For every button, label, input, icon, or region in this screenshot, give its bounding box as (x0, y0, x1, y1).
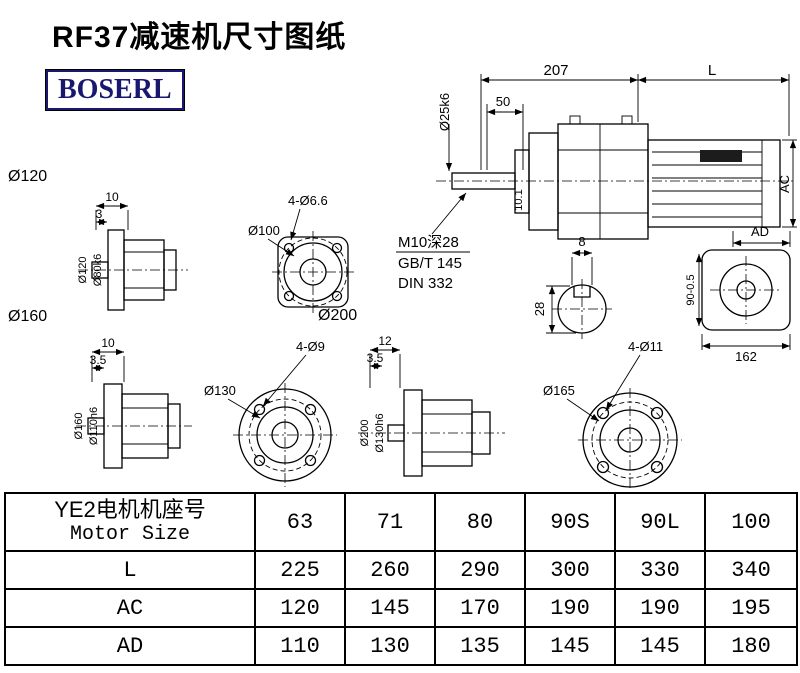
thread-note: M10深28 (398, 234, 459, 251)
dim-3: 3 (96, 207, 103, 221)
dia-80k6-label: Ø80k6 (92, 254, 104, 286)
standard-din: DIN 332 (398, 275, 453, 292)
flange-165-view: 4-Ø11 Ø165 (543, 339, 682, 488)
dia-160-label: Ø160 (73, 413, 85, 440)
dim-AC: AC (777, 175, 792, 193)
table-cell: 145 (614, 626, 706, 666)
table-row-AC: AC 120 145 170 190 190 195 (4, 588, 798, 628)
dim-10-1: 10.1 (513, 189, 525, 210)
motor-size-90l: 90L (614, 492, 706, 552)
table-cell: 225 (254, 550, 346, 590)
dim-8: 8 (578, 234, 585, 249)
dim-3-5: 3.5 (367, 351, 384, 365)
dim-28: 28 (532, 302, 547, 316)
motor-size-63: 63 (254, 492, 346, 552)
table-row-L: L 225 260 290 300 330 340 (4, 550, 798, 590)
table-cell: 180 (704, 626, 798, 666)
table-cell: 130 (344, 626, 436, 666)
dia-200-label: Ø200 (359, 420, 371, 447)
table-row-AD: AD 110 130 135 145 145 180 (4, 626, 798, 666)
flange-160-title: Ø160 (8, 308, 47, 325)
table-cell: 190 (524, 588, 616, 628)
dim-AD: AD (751, 224, 769, 239)
spec-table: YE2电机机座号 Motor Size 63 71 80 90S 90L 100… (4, 492, 798, 666)
flange-200-title: Ø200 (318, 307, 357, 324)
dim-162: 162 (735, 349, 757, 364)
motor-size-header-cell: YE2电机机座号 Motor Size (4, 492, 256, 552)
motor-body (647, 139, 781, 228)
dim-207: 207 (543, 62, 568, 79)
table-cell: 330 (614, 550, 706, 590)
motor-size-100: 100 (704, 492, 798, 552)
flange-120-title: Ø120 (8, 168, 47, 185)
bolt-circle-165-label: Ø165 (543, 383, 575, 398)
dim-10: 10 (101, 336, 115, 350)
motor-size-header-cn: YE2电机机座号 (54, 497, 206, 522)
bolt-circle-100-label: Ø100 (248, 223, 280, 238)
flange-160-view: Ø160 10 3.5 Ø160 Ø110h6 (8, 308, 192, 469)
dim-50: 50 (496, 94, 510, 109)
gearbox-housing (557, 123, 649, 240)
main-assembly-view: 207 L 50 Ø25k6 10.1 (396, 62, 797, 364)
standard-gbt: GB/T 145 (398, 255, 462, 272)
page-title: RF37减速机尺寸图纸 (52, 21, 347, 54)
bolt-circle-130-label: Ø130 (204, 383, 236, 398)
flange-200-view: Ø200 4-Ø9 Ø130 12 3.5 (204, 307, 505, 487)
flange-120-view: Ø120 10 3 Ø120 Ø80k6 (8, 168, 188, 311)
brand-logo: BOSERL (45, 69, 185, 111)
dia-120-label: Ø120 (77, 257, 89, 284)
holes-4x9-label: 4-Ø9 (296, 339, 325, 354)
table-cell: 110 (254, 626, 346, 666)
dim-3-5: 3.5 (90, 353, 107, 367)
row-label-AD: AD (4, 626, 256, 666)
table-cell: 145 (344, 588, 436, 628)
table-cell: 145 (524, 626, 616, 666)
table-cell: 190 (614, 588, 706, 628)
motor-nameplate (700, 150, 742, 162)
row-label-L: L (4, 550, 256, 590)
motor-size-header-en: Motor Size (69, 523, 191, 546)
technical-drawing: 207 L 50 Ø25k6 10.1 (8, 62, 797, 488)
dim-10: 10 (105, 190, 119, 204)
motor-size-90s: 90S (524, 492, 616, 552)
table-cell: 340 (704, 550, 798, 590)
table-cell: 120 (254, 588, 346, 628)
gearbox-flange (528, 132, 559, 231)
dim-L: L (708, 62, 716, 79)
table-cell: 300 (524, 550, 616, 590)
holes-4x11-label: 4-Ø11 (628, 339, 663, 354)
table-cell: 170 (434, 588, 526, 628)
motor-size-71: 71 (344, 492, 436, 552)
square-flange-view: 4-Ø6.6 Ø100 (248, 193, 354, 313)
table-cell: 195 (704, 588, 798, 628)
table-cell: 290 (434, 550, 526, 590)
dia-130h6-label: Ø130h6 (374, 413, 386, 452)
shaft-diameter-label: Ø25k6 (437, 93, 452, 131)
row-label-AC: AC (4, 588, 256, 628)
table-cell: 260 (344, 550, 436, 590)
table-cell: 135 (434, 626, 526, 666)
dim-90: 90-0.5 (685, 274, 697, 305)
holes-4x66-label: 4-Ø6.6 (288, 193, 328, 208)
dim-12: 12 (378, 334, 392, 348)
motor-size-80: 80 (434, 492, 526, 552)
dia-110h6-label: Ø110h6 (88, 407, 100, 445)
